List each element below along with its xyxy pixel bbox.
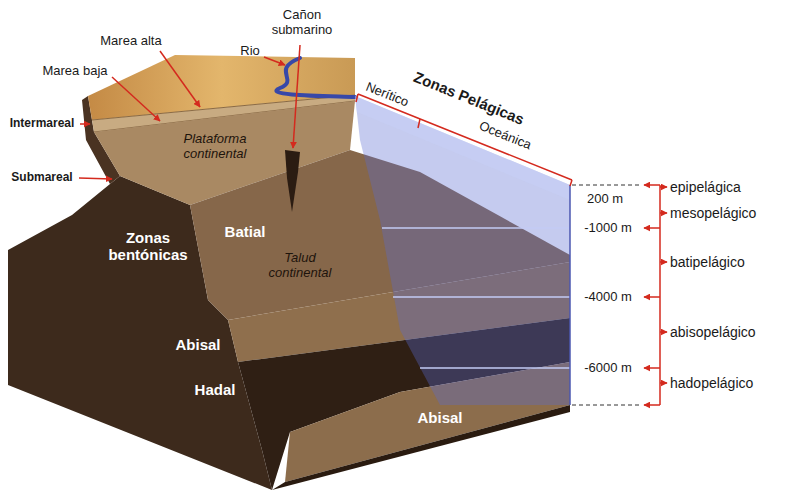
callout-label: Marea alta: [100, 34, 161, 49]
bracket-tick: [570, 180, 572, 186]
water-edge: [569, 185, 571, 405]
zone-label: mesopelágico: [670, 205, 756, 221]
zone-label: Batial: [225, 223, 266, 240]
zone-label: batipelágico: [670, 254, 745, 270]
depth-plane: [393, 296, 570, 298]
zone-bracket: [659, 185, 661, 405]
zone-label: hadopelágico: [670, 375, 753, 391]
feature-label: Plataforma continental: [165, 132, 265, 162]
depth-arrow: [644, 367, 660, 369]
leader-arrow: [80, 123, 90, 125]
pelagic-bracket: [358, 94, 572, 180]
zone-arrow: [660, 212, 667, 214]
callout-label: Cañon submarino: [262, 8, 342, 38]
zone-heading: Zonas bentónicas: [102, 229, 194, 264]
zone-arrow: [660, 261, 667, 263]
callout-label: Marea baja: [42, 64, 107, 79]
zone-label: abisopelágico: [670, 324, 756, 340]
leader-arrow: [160, 51, 200, 107]
zone-arrow: [660, 382, 667, 384]
callout-label: Rio: [240, 44, 260, 59]
depth-value: 200 m: [587, 192, 623, 207]
block-base: [272, 405, 570, 490]
depth-arrow: [644, 404, 660, 406]
submarine-canyon: [285, 150, 300, 212]
bracket-tick: [418, 119, 420, 128]
leader-arrow: [264, 57, 285, 65]
leader-arrow: [79, 178, 112, 179]
water-volume: [355, 96, 570, 405]
depth-arrow: [644, 296, 660, 298]
depth-arrow: [644, 227, 660, 229]
depth-plane: [420, 367, 570, 369]
leader-arrow: [293, 45, 300, 148]
zone-label: Abisal: [175, 336, 220, 353]
bottom-dashed-line: [572, 405, 642, 406]
depth-value: -1000 m: [584, 221, 632, 236]
zone-label: Submareal: [11, 171, 72, 185]
surface-dashed-line: [572, 185, 642, 186]
bracket-tick: [356, 94, 358, 102]
zone-label: Abisal: [417, 409, 462, 426]
zone-label: epipelágica: [670, 179, 741, 195]
river: [276, 58, 355, 97]
leader-arrow: [112, 77, 160, 121]
zone-label: Hadal: [195, 381, 236, 398]
zone-arrow: [660, 186, 667, 188]
zone-arrow: [660, 331, 667, 333]
depth-plane: [382, 227, 570, 229]
depth-value: -4000 m: [584, 290, 632, 305]
water-surface: [355, 96, 570, 200]
zone-heading: Zonas Pelágicas: [411, 68, 526, 128]
feature-label: Talud continental: [260, 251, 340, 281]
depth-value: -6000 m: [584, 361, 632, 376]
zone-label: Oceánica: [477, 119, 534, 153]
zone-label: Intermareal: [10, 117, 75, 131]
zone-label: Nerítico: [363, 80, 410, 111]
depth-arrow: [644, 184, 660, 186]
